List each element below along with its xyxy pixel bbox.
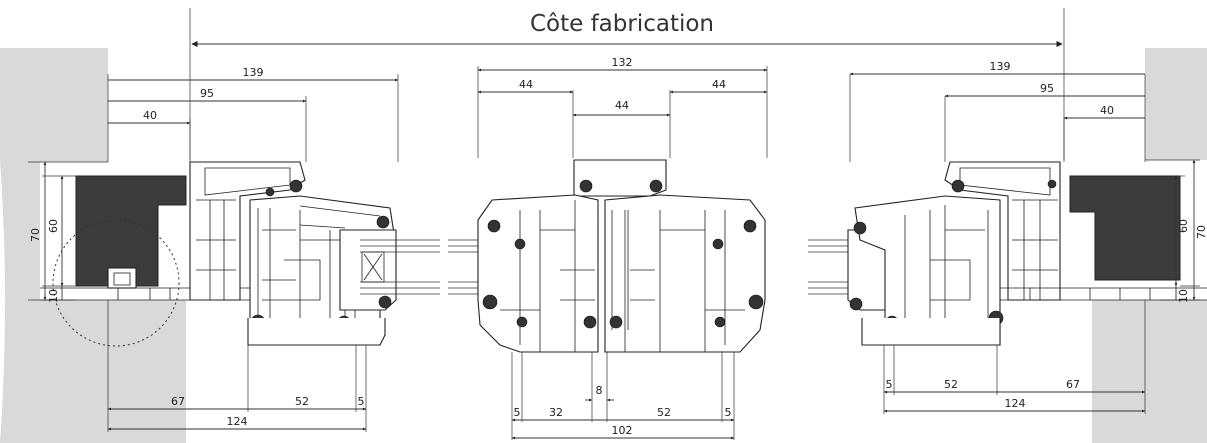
right-dim-95: 95 — [1040, 82, 1054, 95]
center-dim-132: 132 — [612, 56, 633, 69]
left-dim-95: 95 — [200, 87, 214, 100]
center-dim-44-mid: 44 — [615, 99, 629, 112]
fabrication-dimension: Côte fabrication — [189, 8, 1065, 160]
right-dim-10: 10 — [1177, 289, 1190, 303]
left-dim-60: 60 — [47, 219, 60, 233]
center-dim-32: 32 — [549, 406, 563, 419]
right-dim-52: 52 — [944, 378, 958, 391]
left-frame-section — [40, 161, 440, 347]
left-dim-10: 10 — [47, 289, 60, 303]
center-dim-44-left: 44 — [519, 78, 533, 91]
left-dimensions: 139 95 40 70 60 10 67 52 5 124 — [28, 66, 399, 432]
left-dim-124: 124 — [227, 415, 248, 428]
center-dimensions: 132 44 44 44 8 5 32 52 5 102 — [477, 56, 768, 440]
left-dim-52: 52 — [295, 395, 309, 408]
right-dim-60: 60 — [1177, 219, 1190, 233]
center-mullion-section — [448, 159, 766, 353]
right-frame-section — [808, 161, 1207, 346]
right-dim-40: 40 — [1100, 104, 1114, 117]
left-dim-67: 67 — [171, 395, 185, 408]
left-dim-70: 70 — [29, 228, 42, 242]
left-dim-5: 5 — [358, 395, 365, 408]
right-dim-139: 139 — [990, 60, 1011, 73]
center-dim-5-left: 5 — [514, 406, 521, 419]
right-dim-5: 5 — [886, 378, 893, 391]
center-dim-5-right: 5 — [725, 406, 732, 419]
center-dim-44-right: 44 — [712, 78, 726, 91]
right-dim-70: 70 — [1195, 225, 1207, 239]
center-dim-102: 102 — [612, 424, 633, 437]
center-dim-8: 8 — [596, 384, 603, 397]
title-label: Côte fabrication — [530, 11, 714, 37]
left-dim-40: 40 — [143, 109, 157, 122]
right-dim-67: 67 — [1066, 378, 1080, 391]
right-dim-124: 124 — [1005, 397, 1026, 410]
left-dim-139: 139 — [243, 66, 264, 79]
right-dimensions: 139 95 40 60 70 10 5 52 67 124 — [849, 60, 1207, 414]
center-dim-52: 52 — [657, 406, 671, 419]
